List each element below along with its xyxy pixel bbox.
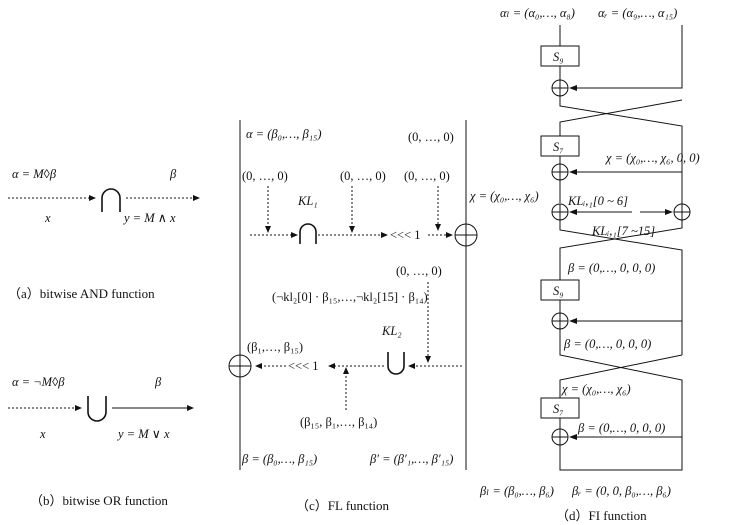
and-input-arrow [89, 195, 96, 201]
or-formula: α = ¬M◊β [12, 375, 65, 389]
fi-cross-3b [559, 354, 683, 398]
fl-beta-1-15: (β₁,…, β₁₅) [247, 340, 303, 354]
fl-not-expr: (¬kl₂[0] · β₁₅,…,¬kl₂[15] · β₁₄) [272, 290, 428, 304]
or-x-label: x [39, 427, 46, 441]
fi-s7-label-top: S₇ [553, 140, 564, 154]
fi-beta-zeros-1: β = (0,…, 0, 0, 0) [567, 261, 655, 275]
fl-shift-upper: <<< 1 [390, 228, 421, 242]
fi-beta-zeros-3: β = (0,…, 0, 0, 0) [577, 421, 665, 435]
and-output-arrow [193, 195, 200, 201]
fi-chi-top: χ = (χ₀,…, χ₆, 0, 0) [605, 151, 700, 165]
fl-input-label: α = (β₀,…, β₁₅) [246, 127, 322, 141]
fl-caption: （c）FL function [296, 498, 390, 513]
fl-zeros-lower: (0, …, 0) [396, 264, 442, 278]
and-result-label: y = M ∧ x [122, 211, 176, 225]
or-caption: （b）bitwise OR function [30, 493, 168, 508]
fi-s9-label-top: S₉ [553, 50, 564, 64]
fl-zeros-3: (0, …, 0) [404, 169, 450, 183]
and-beta-label: β [169, 167, 177, 181]
fl-out-beta-prime: β′ = (β′₁,…, β′₁₅) [369, 452, 453, 466]
fi-cross-2b [559, 220, 683, 280]
fl-zeros-2: (0, …, 0) [340, 169, 386, 183]
fl-shift-lower: <<< 1 [288, 359, 319, 373]
fl-beta-15-14: (β₁₅, β₁,…, β₁₄) [300, 415, 377, 429]
panel-fl: α = (β₀,…, β₁₅) (0, …, 0) (0, …, 0) (0, … [228, 120, 539, 513]
fi-cross-2a [559, 220, 683, 355]
fi-s9-label-bottom: S₉ [553, 284, 564, 298]
fl-zeros-1: (0, …, 0) [242, 169, 288, 183]
fl-kl2-label: KL₂ [381, 324, 402, 338]
fi-right-feed-1 [574, 25, 683, 89]
or-output-arrow [187, 405, 194, 411]
fl-and-symbol [299, 223, 317, 244]
fi-beta-r: βᵣ = (0, 0, β₀,…, β₆) [571, 484, 671, 498]
fi-beta-l: βₗ = (β₀,…, β₆) [479, 484, 554, 498]
fi-cross-1b [559, 99, 683, 136]
fi-cross-1a [559, 96, 683, 210]
fi-cross-3a [559, 329, 683, 471]
fl-or-symbol [387, 352, 405, 375]
fi-caption: （d）FI function [556, 508, 647, 523]
and-formula: α = M◊β [12, 167, 57, 181]
fi-alpha-r: αᵣ = (α₉,…, α₁₅) [598, 6, 677, 20]
fi-kl-2: KLᵢ,₁[7 ~15] [591, 224, 655, 238]
or-beta-label: β [154, 375, 162, 389]
fi-chi-mid: χ = (χ₀,…, χ₆) [561, 382, 631, 396]
or-input-arrow [75, 405, 82, 411]
fl-chi-label: χ = (χ₀,…, χ₆) [469, 189, 539, 203]
and-cap-symbol [101, 188, 121, 212]
fi-s7-label-bottom: S₇ [553, 402, 564, 416]
and-caption: （a）bitwise AND function [8, 286, 155, 301]
fl-zeros-top-right: (0, …, 0) [408, 130, 454, 144]
fi-alpha-l: αₗ = (α₀,…, α₈) [500, 6, 575, 20]
or-cup-symbol [87, 396, 107, 422]
or-result-label: y = M ∨ x [116, 427, 170, 441]
fl-out-beta: β = (β₀,…, β₁₅) [241, 452, 317, 466]
fl-kl1-label: KL₁ [297, 194, 318, 208]
panel-and: α = M◊β β x y = M ∧ x （a）bitwise AND fun… [8, 167, 200, 301]
panel-or: α = ¬M◊β β x y = M ∨ x （b）bitwise OR fun… [8, 375, 194, 508]
fi-beta-zeros-2: β = (0,…, 0, 0, 0) [563, 337, 651, 351]
panel-fi: αₗ = (α₀,…, α₈) αᵣ = (α₉,…, α₁₅) S₉ S₇ χ… [479, 6, 700, 523]
fi-kl-1: KLᵢ,₁[0 ~ 6] [567, 194, 628, 208]
and-x-label: x [44, 211, 51, 225]
